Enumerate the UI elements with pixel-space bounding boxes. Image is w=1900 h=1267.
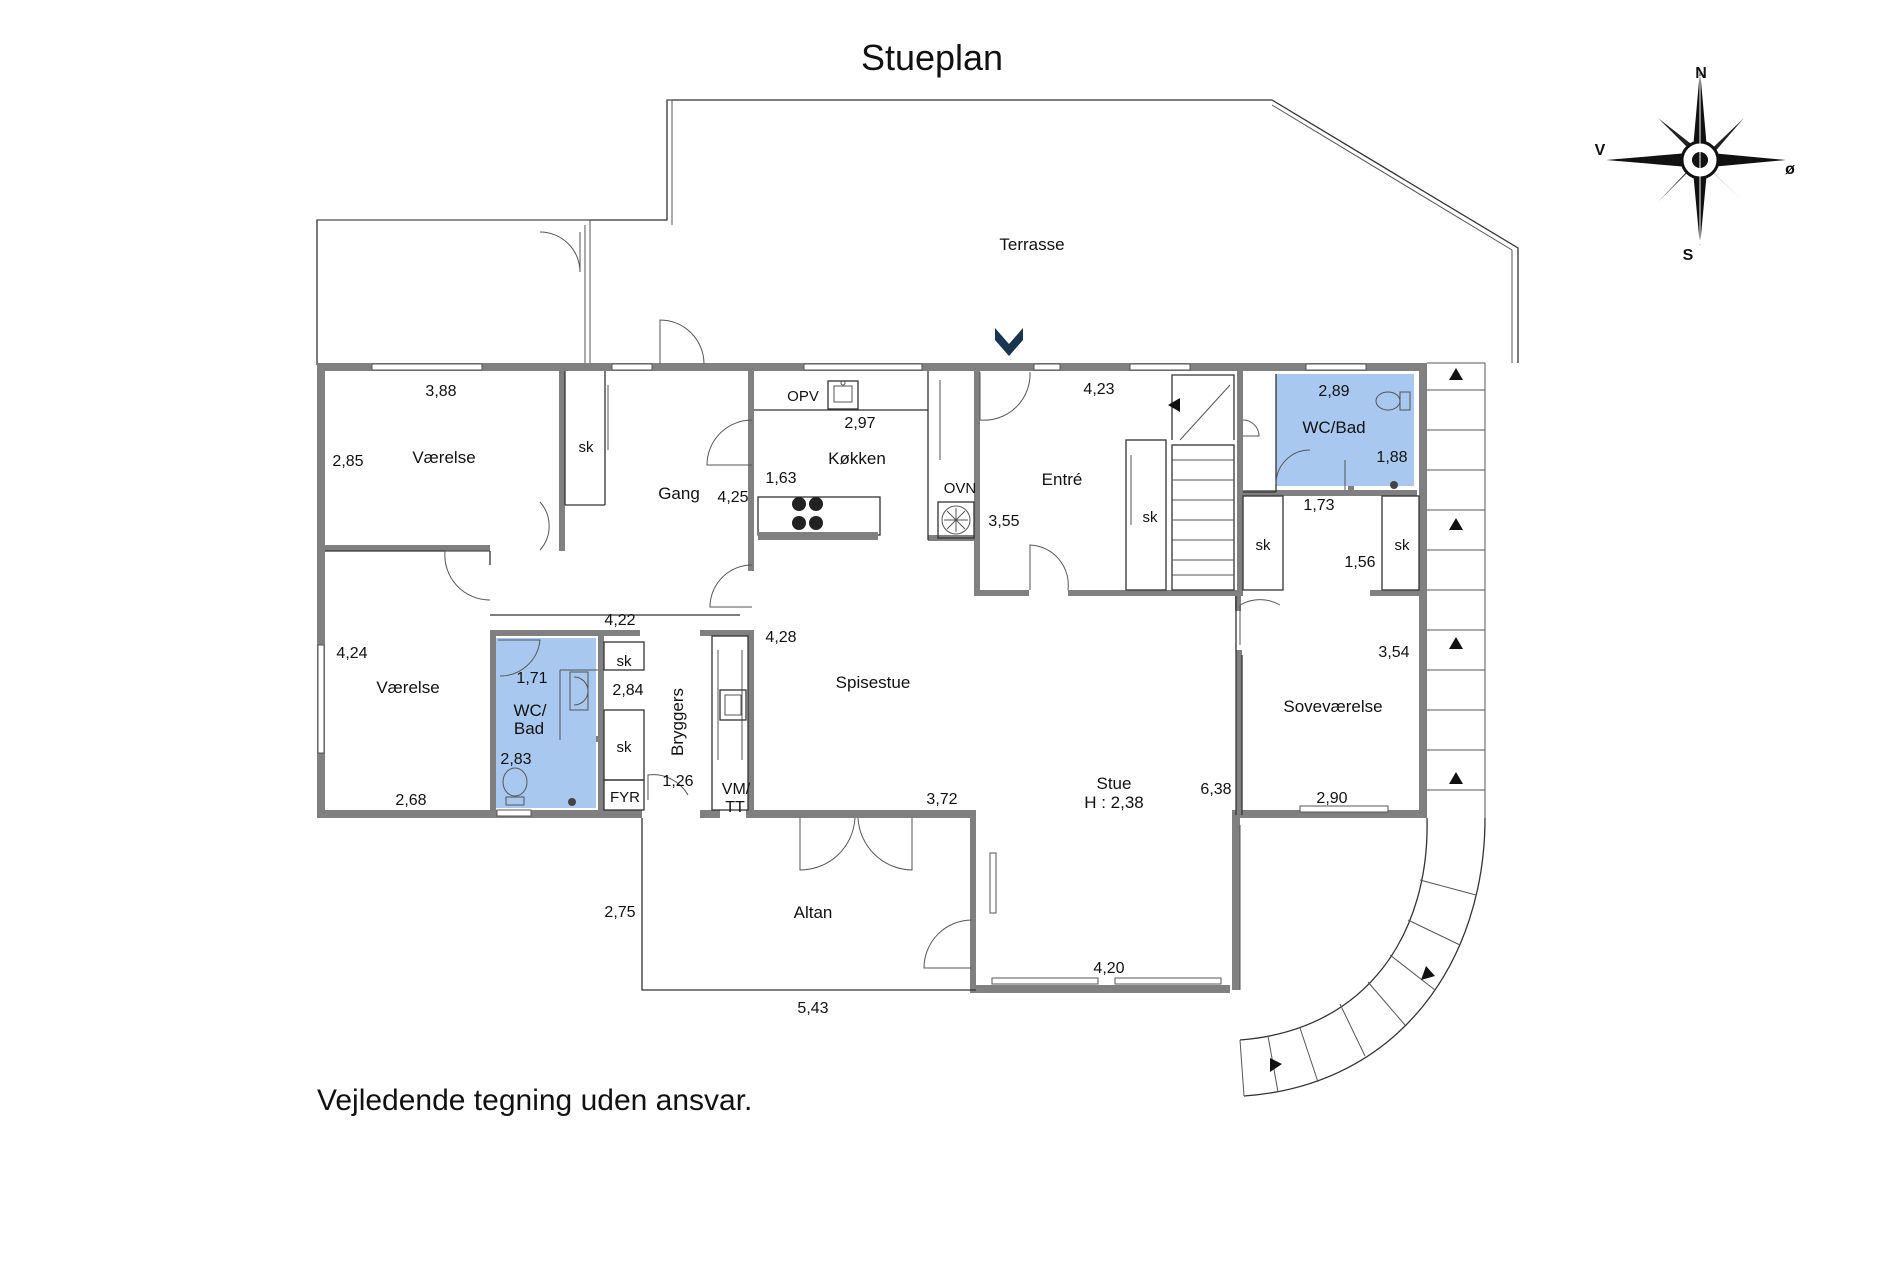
room-altan: Altan <box>794 903 833 922</box>
doors <box>444 319 1346 969</box>
room-sovevaerelse: Soveværelse <box>1283 697 1382 716</box>
dim-289: 2,89 <box>1318 383 1349 400</box>
dim-428: 4,28 <box>765 629 796 646</box>
label-ovn: OVN <box>944 480 977 497</box>
dim-638: 6,38 <box>1200 781 1231 798</box>
dim-163: 1,63 <box>765 470 796 487</box>
label-tt: TT <box>725 799 745 816</box>
dim-424: 4,24 <box>336 645 367 662</box>
room-spisestue: Spisestue <box>836 673 911 692</box>
plan-title: Stueplan <box>861 37 1003 78</box>
label-sk-bryggers-top: sk <box>617 653 633 670</box>
room-wc-bad-1: WC/Bad <box>1302 418 1365 437</box>
fixture-labels: OPV OVN FYR VM/ TT sk sk sk sk sk sk <box>579 388 1411 816</box>
room-koekken: Køkken <box>828 449 886 468</box>
windows <box>317 363 1389 985</box>
compass-west-label: V <box>1595 142 1606 159</box>
dim-388: 3,88 <box>425 383 456 400</box>
label-sk-entre: sk <box>1143 509 1159 526</box>
dim-425: 4,25 <box>717 489 748 506</box>
label-sk-wc1-right: sk <box>1395 537 1411 554</box>
label-sk-bryggers-mid: sk <box>617 739 633 756</box>
room-stue-height: H : 2,38 <box>1084 793 1144 812</box>
dim-188: 1,88 <box>1376 449 1407 466</box>
room-wc-bad-2-line2: Bad <box>514 719 544 738</box>
dim-372: 3,72 <box>926 791 957 808</box>
stair-arrows <box>1168 368 1463 1072</box>
dim-297: 2,97 <box>844 415 875 432</box>
compass-north-label: N <box>1695 65 1707 82</box>
dim-290: 2,90 <box>1316 790 1347 807</box>
dim-126: 1,26 <box>662 773 693 790</box>
dim-275: 2,75 <box>604 904 635 921</box>
dim-284: 2,84 <box>612 682 643 699</box>
room-wc-bad-2-line1: WC/ <box>513 701 546 720</box>
dim-543: 5,43 <box>797 1000 828 1017</box>
dim-156: 1,56 <box>1344 554 1375 571</box>
dim-355: 3,55 <box>988 513 1019 530</box>
dim-420: 4,20 <box>1093 960 1124 977</box>
label-fyr: FYR <box>610 789 640 806</box>
dim-423: 4,23 <box>1083 381 1114 398</box>
label-vm: VM/ <box>722 781 751 798</box>
room-labels: Terrasse Værelse Værelse Gang Køkken Ent… <box>376 235 1382 922</box>
dim-354: 3,54 <box>1378 644 1409 661</box>
label-sk-gang: sk <box>579 439 595 456</box>
dim-173: 1,73 <box>1303 497 1334 514</box>
dim-268: 2,68 <box>395 792 426 809</box>
room-vaerelse-1: Værelse <box>412 448 475 467</box>
entrance-marker-icon <box>995 328 1023 356</box>
room-stue: Stue <box>1097 774 1132 793</box>
wc-bad-2-floor <box>496 638 596 808</box>
room-gang: Gang <box>658 484 700 503</box>
dim-422: 4,22 <box>604 612 635 629</box>
compass-rose-icon <box>1606 70 1786 246</box>
label-opv: OPV <box>787 388 819 405</box>
fixtures <box>502 380 1411 806</box>
dim-171: 1,71 <box>516 670 547 687</box>
room-vaerelse-2: Værelse <box>376 678 439 697</box>
disclaimer-text: Vejledende tegning uden ansvar. <box>317 1084 752 1117</box>
dimension-labels: 3,88 2,85 2,97 1,63 4,25 4,23 3,55 2,89 … <box>332 381 1409 1017</box>
label-sk-wc1-left: sk <box>1256 537 1272 554</box>
compass-south-label: S <box>1683 247 1694 264</box>
compass-east-label: ø <box>1785 161 1795 178</box>
room-entre: Entré <box>1042 470 1083 489</box>
room-bryggers: Bryggers <box>668 688 687 756</box>
terrace-outline <box>316 99 1519 365</box>
room-terrasse: Terrasse <box>999 235 1064 254</box>
dim-285: 2,85 <box>332 453 363 470</box>
dim-283: 2,83 <box>500 751 531 768</box>
